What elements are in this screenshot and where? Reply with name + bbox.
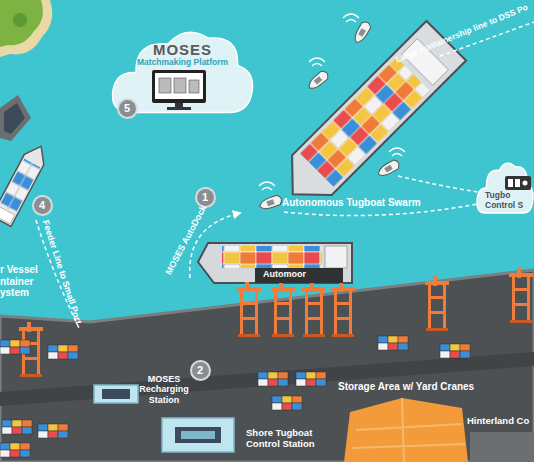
island (0, 0, 43, 47)
signal-arcs (389, 148, 405, 156)
display-digit (515, 179, 520, 187)
monitor-base (167, 107, 191, 110)
warehouse-ridges (352, 398, 465, 462)
station-label: Shore Tugboat Control Station (246, 428, 328, 450)
node-title: Automoor (263, 269, 306, 279)
node-title: MOSES (153, 41, 212, 58)
control-station-building (162, 418, 234, 452)
large-containership (273, 21, 466, 214)
container-stack (0, 340, 30, 354)
docked-ship-bridge (325, 246, 347, 268)
feeder-bridge (0, 206, 15, 223)
server-icon (189, 80, 199, 93)
container-stack (440, 344, 470, 358)
docked-ship-containers (222, 246, 322, 268)
cloud-outline (476, 158, 534, 220)
monitor-frame (152, 70, 206, 103)
container-stack (2, 420, 32, 434)
container-stack (258, 372, 288, 386)
area-label: Hinterland Co (467, 416, 529, 427)
container-stack (38, 424, 68, 438)
station-label: MOSES Recharging Station (133, 374, 195, 405)
control-station-roof (181, 431, 215, 439)
display-digit (508, 179, 513, 187)
vessel-label: r Vessel ntainer ystem (0, 264, 50, 299)
docked-ship-hull (198, 243, 352, 283)
signal-arcs (259, 182, 275, 190)
ship-containers (300, 57, 430, 187)
warehouse-roof (344, 398, 468, 462)
signal-arcs (343, 14, 359, 22)
control-display (505, 176, 531, 190)
shore-building (0, 95, 31, 141)
swarm-link (398, 176, 478, 192)
control-station-roof (175, 427, 221, 443)
container-stack (0, 443, 30, 457)
display-knob (523, 181, 528, 186)
server-icon (174, 78, 186, 93)
route-label: MOSES AutoDock (163, 203, 208, 276)
monitor-screen (155, 73, 203, 99)
control-cloud: Tugbo Control S (476, 158, 534, 220)
quay-crane (302, 282, 326, 337)
recharging-station (94, 385, 138, 403)
island-shore (0, 0, 52, 57)
shore-building-roof (4, 103, 25, 134)
road (0, 352, 534, 406)
tugboat (376, 159, 401, 179)
island-tree (13, 13, 27, 27)
container-stack (296, 372, 326, 386)
container-stack (272, 396, 302, 410)
node-title: Tugbo Control S (485, 191, 532, 211)
swarm-label: Autonomous Tugboat Swarm (282, 197, 421, 209)
node-subtitle: Matchmaking Platform (137, 58, 228, 68)
signal-arcs (309, 58, 325, 66)
ship-hull (273, 21, 466, 214)
recharging-station-pad (102, 389, 130, 399)
hinterland-building (470, 432, 534, 462)
container-stack (48, 345, 78, 359)
quay-land (0, 270, 534, 462)
monitor-stand (175, 103, 183, 108)
route-label: Large containership line to DSS Po (394, 3, 529, 65)
callout-number: 5 (117, 98, 138, 119)
callout-number: 2 (190, 360, 211, 381)
cloud-shape (477, 163, 533, 213)
quay-crane (331, 282, 355, 337)
tugboat (258, 194, 283, 211)
tugboat (352, 20, 372, 45)
server-icon (159, 78, 171, 93)
quay-crane (271, 282, 295, 337)
quay-crane (425, 276, 449, 331)
area-label: Storage Area w/ Yard Cranes (338, 381, 474, 393)
route-label: Feeder Line to Small Port (40, 219, 83, 325)
quay-crane (509, 268, 533, 323)
tugboat (306, 69, 330, 91)
automoor-bar: Automoor (255, 268, 343, 283)
quay-crane (237, 282, 261, 337)
container-stack (378, 336, 408, 350)
callout-number: 4 (32, 195, 53, 216)
